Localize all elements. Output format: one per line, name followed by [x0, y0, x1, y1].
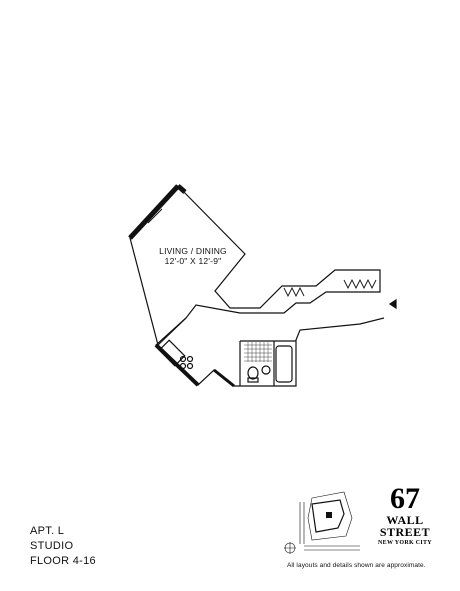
logo-line-2: STREET [379, 525, 431, 539]
entry-arrow [388, 298, 397, 310]
unit-type: STUDIO [30, 540, 74, 552]
disclaimer-text: All layouts and details shown are approx… [287, 562, 426, 569]
apartment-info: APT. L STUDIO FLOOR 4-16 [30, 524, 96, 569]
room-name: LIVING / DINING [159, 246, 227, 256]
key-plan-map [284, 491, 360, 554]
kitchen-stove [179, 355, 194, 370]
closet-doors-2 [343, 278, 377, 290]
building-logo: 67 WALL STREET NEW YORK CITY [370, 484, 440, 547]
sink [261, 365, 271, 375]
logo-line-1: WALL [386, 513, 424, 527]
living-room-walls [129, 185, 381, 347]
toilet [247, 366, 259, 380]
room-dimensions: 12'-0" X 12'-9" [164, 256, 222, 266]
bathtub [275, 345, 293, 383]
unit-label: APT. L [30, 525, 65, 537]
kitchen-counter [158, 339, 186, 367]
living-dining-label: LIVING / DINING 12'-0" X 12'-9" [158, 246, 228, 266]
closet-doors-1 [283, 286, 305, 298]
logo-city: NEW YORK CITY [378, 540, 432, 546]
logo-number: 67 [390, 482, 420, 515]
floor-range: FLOOR 4-16 [30, 555, 96, 567]
